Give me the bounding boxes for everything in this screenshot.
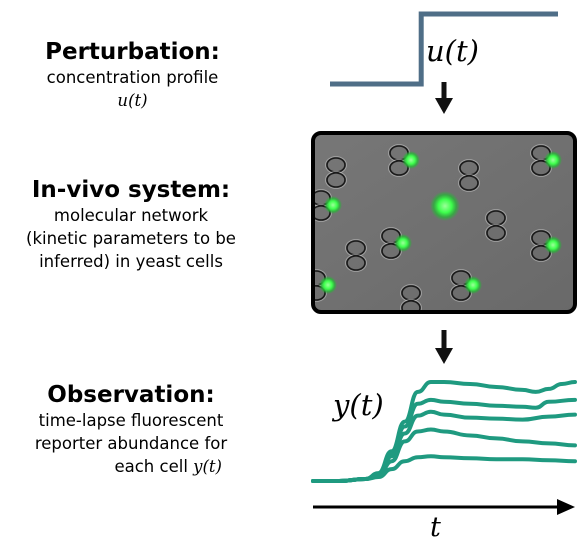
observation-section: Observation: time-lapse fluorescent repo… bbox=[0, 381, 262, 478]
observation-description-line3: each cell y(t) bbox=[0, 455, 222, 478]
observation-heading: Observation: bbox=[47, 382, 215, 408]
yeast-trap-9 bbox=[313, 269, 337, 302]
time-axis-arrow bbox=[313, 499, 575, 515]
perturbation-symbol: u(t) bbox=[10, 89, 255, 112]
system-description-line3: inferred) in yeast cells bbox=[39, 252, 223, 271]
yeast-trap-2 bbox=[530, 144, 562, 177]
input-step-curve bbox=[330, 11, 558, 87]
perturbation-symbol-letter: u bbox=[117, 91, 129, 110]
yeast-trap-10 bbox=[400, 284, 422, 312]
yeast-trap-12 bbox=[485, 209, 507, 242]
down-arrow-system bbox=[435, 330, 453, 364]
observation-symbol-arg: (t) bbox=[202, 457, 222, 476]
microscopy-image bbox=[311, 131, 577, 314]
system-description-line2: (kinetic parameters to be bbox=[26, 229, 236, 248]
yeast-trap-4 bbox=[325, 156, 347, 189]
observation-symbol-letter: y bbox=[193, 457, 203, 476]
output-trace-3 bbox=[311, 409, 577, 483]
perturbation-section: Perturbation: concentration profile u(t) bbox=[10, 38, 255, 112]
yeast-trap-1 bbox=[388, 144, 420, 177]
perturbation-symbol-arg: (t) bbox=[128, 91, 148, 110]
system-section: In-vivo system: molecular network (kinet… bbox=[0, 176, 262, 273]
time-axis-label: t bbox=[430, 512, 441, 543]
yeast-trap-8 bbox=[450, 269, 482, 302]
bright-cell bbox=[430, 191, 460, 221]
perturbation-heading: Perturbation: bbox=[45, 39, 220, 65]
input-signal-label: u(t) bbox=[426, 34, 479, 68]
output-trace-5 bbox=[311, 454, 577, 483]
observation-description-line2: reporter abundance for bbox=[34, 434, 228, 453]
output-signal-label: y(t) bbox=[333, 388, 384, 422]
yeast-trap-7 bbox=[530, 229, 562, 262]
yeast-trap-11 bbox=[345, 239, 367, 272]
observation-cell-text: each cell bbox=[114, 457, 188, 476]
perturbation-description: concentration profile bbox=[46, 68, 219, 87]
system-description-line1: molecular network bbox=[53, 206, 209, 225]
observation-description-line1: time-lapse fluorescent bbox=[38, 411, 224, 430]
yeast-trap-6 bbox=[380, 227, 412, 260]
output-traces bbox=[311, 380, 577, 483]
system-heading: In-vivo system: bbox=[31, 177, 231, 203]
yeast-trap-5 bbox=[458, 159, 480, 192]
yeast-trap-3 bbox=[313, 189, 342, 222]
down-arrow-perturbation bbox=[435, 82, 453, 114]
